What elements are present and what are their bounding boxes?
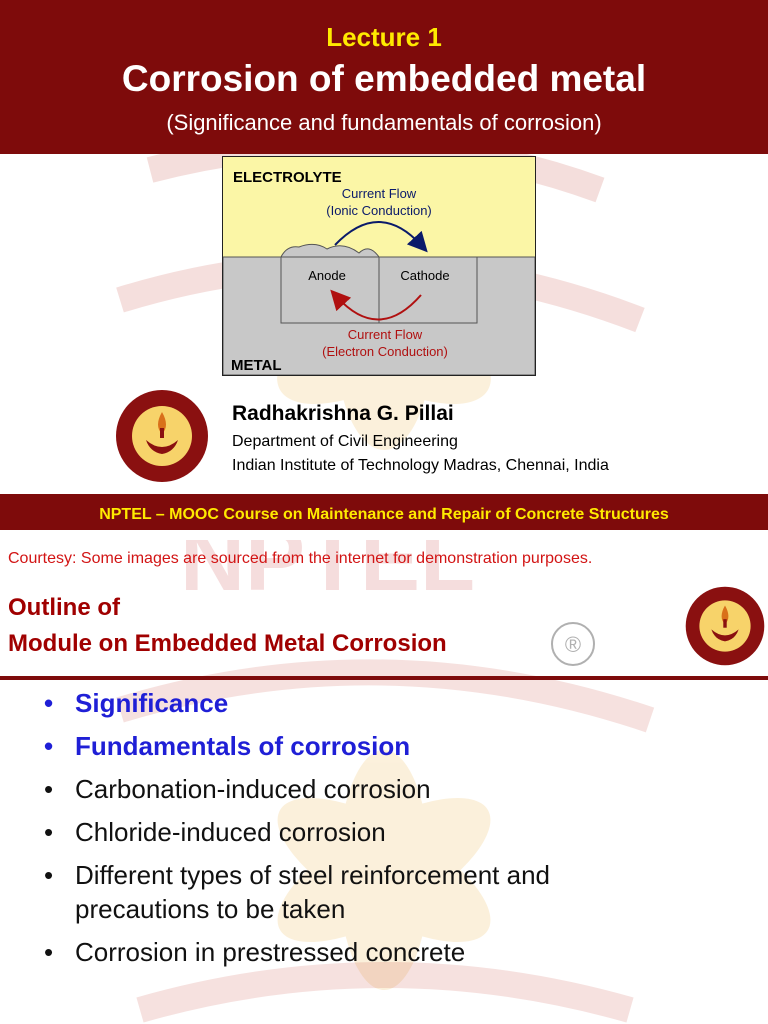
- author-name: Radhakrishna G. Pillai: [232, 402, 454, 425]
- bullet-icon: •: [44, 688, 54, 718]
- bullet-icon: •: [44, 937, 54, 967]
- course-footer: NPTEL – MOOC Course on Maintenance and R…: [0, 494, 768, 530]
- bullet-icon: •: [44, 731, 54, 761]
- list-item: • Fundamentals of corrosion: [44, 731, 411, 761]
- outline-heading: Outline of Module on Embedded Metal Corr…: [8, 590, 447, 662]
- bullet-icon: •: [44, 860, 54, 890]
- electron-flow-label: Current Flow: [348, 327, 423, 342]
- outline-heading-line1: Outline of: [8, 594, 120, 621]
- courtesy-note: Courtesy: Some images are sourced from t…: [8, 550, 593, 567]
- course-footer-text: NPTEL – MOOC Course on Maintenance and R…: [99, 506, 669, 523]
- list-item: • Significance: [44, 688, 229, 718]
- list-item: • Chloride-induced corrosion: [44, 817, 386, 847]
- bullet-icon: •: [44, 774, 54, 804]
- lecture-title: Corrosion of embedded metal: [121, 58, 647, 99]
- anode-label: Anode: [308, 268, 346, 283]
- electrolyte-label: ELECTROLYTE: [233, 169, 342, 186]
- list-item: • Corrosion in prestressed concrete: [44, 937, 466, 967]
- lecture-number: Lecture 1: [326, 22, 442, 52]
- iitm-logo-small: [685, 586, 765, 666]
- outline-slide: NPTEL Courtesy: Some images are sourced …: [0, 540, 768, 1024]
- electron-conduction-label: (Electron Conduction): [322, 344, 448, 359]
- list-item: • Different types of steel reinforcement…: [44, 860, 550, 924]
- registered-mark-symbol: ®: [565, 632, 581, 657]
- title-slide: Lecture 1 Corrosion of embedded metal (S…: [0, 0, 768, 530]
- outline-heading-line2: Module on Embedded Metal Corrosion: [8, 630, 447, 657]
- outline-bullet-list: • Significance • Fundamentals of corrosi…: [40, 686, 740, 978]
- title-banner: Lecture 1 Corrosion of embedded metal (S…: [0, 0, 768, 154]
- ionic-conduction-label: (Ionic Conduction): [326, 203, 432, 218]
- corrosion-cell-diagram: ELECTROLYTE Current Flow (Ionic Conducti…: [222, 156, 536, 376]
- ionic-flow-arrow: [334, 221, 428, 253]
- ionic-flow-label: Current Flow: [342, 186, 417, 201]
- metal-label: METAL: [231, 357, 282, 374]
- bullet-icon: •: [44, 817, 54, 847]
- heading-divider: [0, 676, 768, 680]
- iitm-logo: [116, 390, 208, 482]
- registered-mark: ®: [551, 622, 595, 666]
- department: Department of Civil Engineering: [232, 433, 458, 450]
- institution: Indian Institute of Technology Madras, C…: [232, 457, 609, 474]
- electron-flow-arrow: [330, 289, 422, 321]
- list-item: • Carbonation-induced corrosion: [44, 774, 431, 804]
- lecture-subtitle: (Significance and fundamentals of corros…: [166, 110, 602, 135]
- cathode-label: Cathode: [400, 268, 449, 283]
